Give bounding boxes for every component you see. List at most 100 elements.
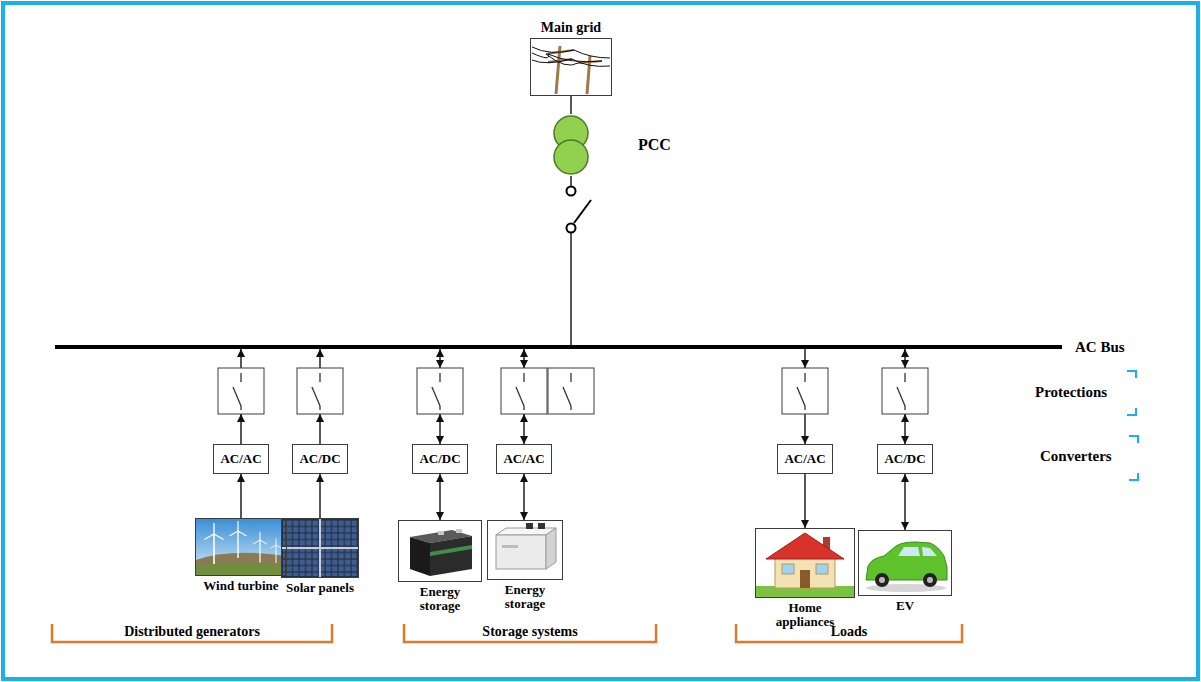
text-holder: AC/AC <box>778 445 832 473</box>
switch-blade <box>233 387 241 406</box>
solar-panel-picture <box>282 519 358 577</box>
house-picture <box>756 533 854 597</box>
protection-box <box>417 368 463 414</box>
arrow-head <box>316 414 324 422</box>
arrow-head <box>901 414 909 422</box>
arrow-head <box>436 414 444 422</box>
converter-box: AC/DC <box>412 444 468 474</box>
device-caption: Solar panels <box>282 581 358 595</box>
text-holder: AC/DC <box>293 445 347 473</box>
device-picture-box: EV <box>858 530 952 596</box>
arrow-head <box>901 360 909 368</box>
storage-unit-picture <box>496 523 556 569</box>
connector-arrow <box>570 176 571 345</box>
arrow-head <box>436 360 444 368</box>
node-title: Main grid <box>541 20 601 36</box>
switch-contact <box>240 406 241 410</box>
device-caption: Energy storage <box>402 585 478 614</box>
converter-box: AC/AC <box>777 444 833 474</box>
group-label: Storage systems <box>482 624 577 640</box>
protection-box <box>782 368 828 414</box>
wind-turbine-picture <box>196 519 286 575</box>
device-caption: EV <box>867 599 943 613</box>
switch-contact <box>570 406 571 410</box>
connector-arrow <box>439 474 440 520</box>
converter-label: AC/AC <box>503 451 544 467</box>
connector-arrow <box>319 349 320 444</box>
group-label: Loads <box>831 624 868 640</box>
converter-label: AC/AC <box>784 451 825 467</box>
device-picture-box: Home appliances <box>755 528 855 598</box>
text-holder: PCC <box>638 136 671 154</box>
device-caption: Wind turbine <box>203 579 279 593</box>
text-holder: Loads <box>831 624 868 640</box>
row-label: Protections <box>1035 384 1107 401</box>
group-bracket <box>404 624 656 642</box>
switch-blade <box>563 387 571 406</box>
text-holder: Storage systems <box>482 624 577 640</box>
converter-box: AC/DC <box>877 444 933 474</box>
text-holder: AC Bus <box>1075 339 1125 356</box>
ac-bus-bar: AC Bus <box>55 345 1062 349</box>
arrow-head <box>520 360 528 368</box>
bus-label: AC Bus <box>1075 339 1125 356</box>
row-label: Converters <box>1040 448 1112 465</box>
switch-contact <box>439 406 440 410</box>
switch-blade <box>897 387 905 406</box>
node-label: PCC <box>638 136 671 154</box>
converter-label: AC/DC <box>299 451 340 467</box>
converter-box: AC/DC <box>292 444 348 474</box>
switch-contact <box>904 373 905 382</box>
converter-label: AC/DC <box>884 451 925 467</box>
power-pole-picture <box>532 46 610 94</box>
switch-blade <box>432 387 440 406</box>
connector-arrow <box>804 474 805 528</box>
converter-box: AC/AC <box>213 444 269 474</box>
device-picture-box: Energy storage <box>398 520 482 582</box>
arrow-head <box>237 414 245 422</box>
protection-box <box>501 368 547 414</box>
switch-contact <box>904 406 905 410</box>
battery-picture <box>410 529 472 576</box>
connector-arrow <box>904 349 905 444</box>
switch-contact <box>319 373 320 382</box>
device-picture-box: Solar panels <box>281 518 359 578</box>
group-bracket <box>736 624 962 642</box>
protection-box <box>882 368 928 414</box>
breaker-switch <box>567 187 592 233</box>
text-holder: EV <box>867 599 943 613</box>
protection-box <box>548 368 594 414</box>
text-holder: Energy storage <box>402 585 478 614</box>
device-caption: Home appliances <box>767 601 843 630</box>
transformer-coil <box>554 140 588 174</box>
row-bracket <box>1129 436 1138 480</box>
group-bracket <box>52 624 332 642</box>
switch-blade <box>797 387 805 406</box>
text-holder: AC/AC <box>214 445 268 473</box>
text-holder: Wind turbine <box>203 579 279 593</box>
row-bracket <box>1127 371 1136 415</box>
device-caption: Energy storage <box>487 583 563 612</box>
device-picture-box: Energy storage <box>487 520 563 580</box>
switch-blade <box>312 387 320 406</box>
text-holder: Energy storage <box>487 583 563 612</box>
text-holder: AC/AC <box>497 445 551 473</box>
arrow-head <box>520 414 528 422</box>
switch-contact <box>523 406 524 410</box>
protection-box <box>218 368 264 414</box>
converter-label: AC/AC <box>220 451 261 467</box>
converter-box: AC/AC <box>496 444 552 474</box>
frame <box>3 3 1198 679</box>
connector-arrow <box>904 474 905 530</box>
transformer-symbol: PCC <box>552 114 590 176</box>
switch-blade <box>516 387 524 406</box>
transformer-outline <box>552 114 590 176</box>
switch-contact <box>804 406 805 410</box>
arrow-head <box>801 360 809 368</box>
converter-label: AC/DC <box>419 451 460 467</box>
protection-box <box>297 368 343 414</box>
